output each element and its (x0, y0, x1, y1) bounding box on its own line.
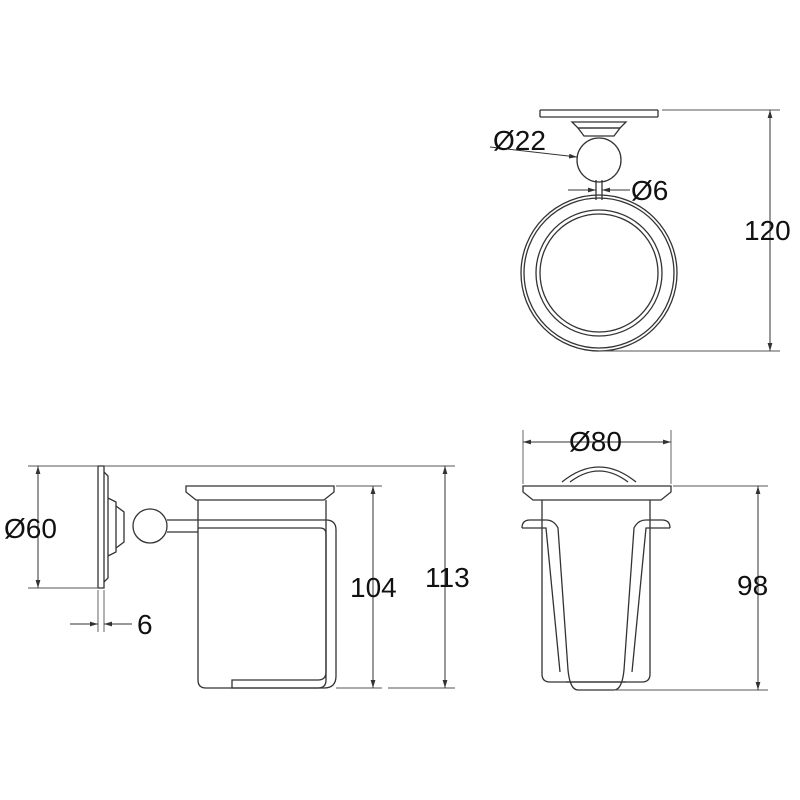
dimension-top-height: 120 (599, 109, 791, 352)
dimension-cup-height: 104 (336, 485, 397, 689)
label-plate-diameter: Ø60 (4, 513, 57, 544)
label-ball-diameter: Ø22 (493, 125, 546, 156)
label-cup-diameter: Ø80 (569, 426, 622, 457)
label-rod-diameter: Ø6 (631, 175, 668, 206)
side-view (97, 465, 337, 689)
top-view (520, 109, 678, 352)
dimension-cup-diameter: Ø80 (522, 426, 672, 484)
dimension-ball-diameter: Ø22 (489, 125, 578, 159)
label-plate-thickness: 6 (137, 609, 153, 640)
label-cup-height: 104 (350, 572, 397, 603)
dimension-front-height: 98 (614, 485, 768, 691)
dimension-plate-diameter: Ø60 (4, 465, 98, 589)
dimension-plate-thickness: 6 (70, 590, 153, 640)
label-front-height: 98 (737, 570, 768, 601)
front-view (521, 466, 672, 691)
dimension-rod-diameter: Ø6 (568, 175, 668, 206)
dimension-total-height: 113 (104, 465, 470, 689)
label-top-height: 120 (744, 215, 791, 246)
label-total-height: 113 (425, 562, 470, 593)
